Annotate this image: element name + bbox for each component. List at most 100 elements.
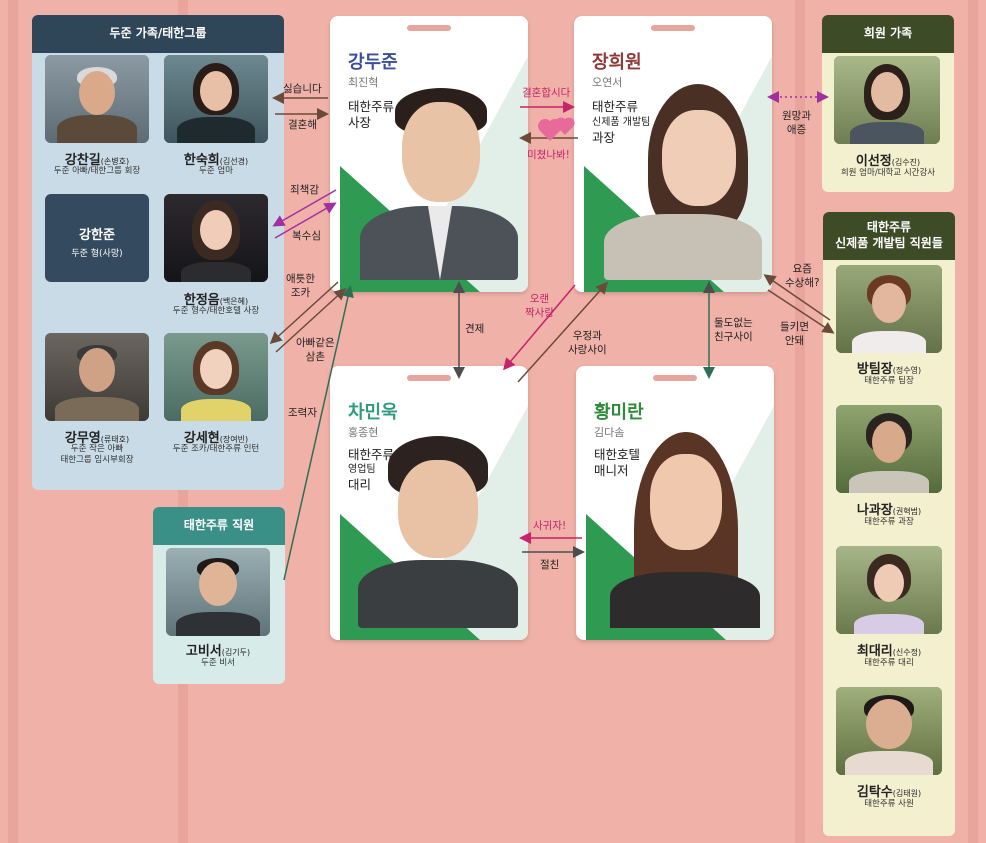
bg-stripe — [795, 0, 805, 843]
staff-panel-title: 태한주류 직원 — [153, 507, 285, 545]
portrait-chaminwook — [358, 432, 518, 628]
role-kangchangil: 두준 아빠/태한그룹 회장 — [53, 166, 141, 176]
line-friendlove — [517, 281, 609, 383]
card-line1: 태한주류 — [348, 99, 395, 114]
line-crush — [503, 284, 576, 371]
portrait-kangmuyoung — [45, 333, 149, 421]
portrait-kimtaksu — [836, 687, 942, 775]
card-name: 장희원 — [592, 52, 642, 73]
rel-helper: 조력자 — [288, 407, 317, 419]
name-hansukhee: 한숙희(김선경) — [183, 153, 249, 168]
name-kangmuyoung: 강무영(류태호) — [64, 431, 130, 446]
line-uncle — [275, 287, 347, 353]
name-kangchangil: 강찬길(손병호) — [64, 153, 130, 168]
card-hwangmiran: 황미란 김다솜 태한호텔 매니저 — [576, 366, 774, 640]
rel-refuse: 절친 — [540, 559, 560, 571]
portrait-gobiseo — [166, 548, 270, 636]
card-line2: 신제품 개발팀 — [592, 117, 651, 128]
role-kangsehyun: 두준 조카/태한주류 인턴 — [172, 444, 260, 454]
card-line2: 영업팀 — [348, 464, 376, 475]
name-bangteamjang: 방팀장(정수영) — [856, 362, 922, 377]
card-chaminwook: 차민욱 홍종현 태한주류 영업팀 대리 — [330, 366, 528, 640]
card-line3: 과장 — [592, 130, 616, 145]
bg-stripe — [8, 0, 18, 843]
role-hansukhee: 두준 엄마 — [199, 166, 233, 176]
line-caught — [767, 289, 835, 334]
role-kanghanjun: 두준 형(사망) — [71, 249, 123, 259]
bg-stripe — [968, 0, 978, 843]
role-nagwajang: 태한주류 과장 — [864, 517, 914, 527]
card-line1: 태한주류 — [592, 99, 639, 114]
card-line2: 매니저 — [594, 463, 629, 478]
name-kimtaksu: 김탁수(김태원) — [856, 785, 922, 800]
dev-team-title: 태한주류 신제품 개발팀 직원들 — [823, 212, 955, 260]
portrait-jangheewon — [604, 84, 762, 280]
role-leesunjung: 희원 엄마/대학교 시간강사 — [840, 168, 936, 178]
card-slot — [653, 375, 697, 381]
rel-crazy: 미쳤나봐! — [527, 149, 570, 161]
role-kangmuyoung: 두준 작은 아빠 태한그룹 임시부회장 — [60, 444, 134, 466]
rel-hate: 싫습니다 — [283, 83, 322, 95]
rel-guilt: 죄책감 — [290, 184, 319, 196]
rel-revenge: 복수심 — [292, 230, 321, 242]
portrait-hansukhee — [164, 55, 268, 143]
line-nephew — [269, 281, 339, 345]
portrait-nagwajang — [836, 405, 942, 493]
card-name: 황미란 — [594, 402, 644, 423]
heewon-family-title: 희원 가족 — [822, 15, 954, 53]
rel-lets-marry: 결혼합시다 — [522, 87, 571, 99]
name-kanghanjun: 강한준 — [79, 228, 115, 243]
card-slot — [651, 25, 695, 31]
name-nagwajang: 나과장(권혁범) — [856, 503, 922, 518]
portrait-kangsehyun — [164, 333, 268, 421]
card-slot — [407, 25, 451, 31]
portrait-bangteamjang — [836, 265, 942, 353]
card-actor: 오연서 — [592, 76, 623, 89]
rel-date: 사귀자! — [533, 520, 567, 532]
line-revenge — [274, 202, 337, 239]
card-janghw: 장희원 오연서 태한주류 신제품 개발팀 과장 — [574, 16, 772, 292]
line-suspicious — [763, 274, 831, 321]
box-kanghanjun: 강한준 두준 형(사망) — [45, 194, 149, 282]
role-choidaeri: 태한주류 대리 — [864, 658, 914, 668]
name-kangsehyun: 강세현(장여빈) — [183, 431, 249, 446]
name-gobiseo: 고비서(김기두) — [185, 644, 251, 659]
name-leesunjung: 이선정(김수진) — [855, 154, 921, 169]
card-line2: 사장 — [348, 115, 372, 130]
line-helper — [283, 285, 354, 581]
portrait-kangdoojun — [340, 88, 518, 280]
portrait-hwangmiran — [604, 432, 764, 628]
line-guilt — [272, 189, 337, 227]
name-choidaeri: 최대리(신수정) — [856, 644, 922, 659]
role-bangteamjang: 태한주류 팀장 — [864, 376, 914, 386]
portrait-choidaeri — [836, 546, 942, 634]
card-slot — [407, 375, 451, 381]
card-line1: 태한호텔 — [594, 447, 641, 462]
card-actor: 홍종현 — [348, 426, 379, 439]
portrait-kangchangil — [45, 55, 149, 143]
portrait-hanjungeum — [164, 194, 268, 282]
card-kangdoojun: 강두준 최진혁 태한주류 사장 — [330, 16, 528, 292]
card-actor: 최진혁 — [348, 76, 379, 89]
role-kimtaksu: 태한주류 사원 — [864, 799, 914, 809]
card-line1: 태한주류 — [348, 447, 395, 462]
family-panel-title: 두준 가족/태한그룹 — [32, 15, 284, 53]
card-name: 차민욱 — [348, 402, 398, 423]
rel-marriage: 결혼해 — [288, 119, 317, 131]
rel-rival: 견제 — [465, 323, 485, 335]
role-gobiseo: 두준 비서 — [201, 658, 235, 668]
name-hanjungeum: 한정음(백은혜) — [183, 293, 249, 308]
card-actor: 김다솜 — [594, 426, 625, 439]
card-line3: 대리 — [348, 477, 372, 492]
card-name: 강두준 — [348, 52, 398, 73]
role-hanjungeum: 두준 형수/태한호텔 사장 — [172, 306, 260, 316]
